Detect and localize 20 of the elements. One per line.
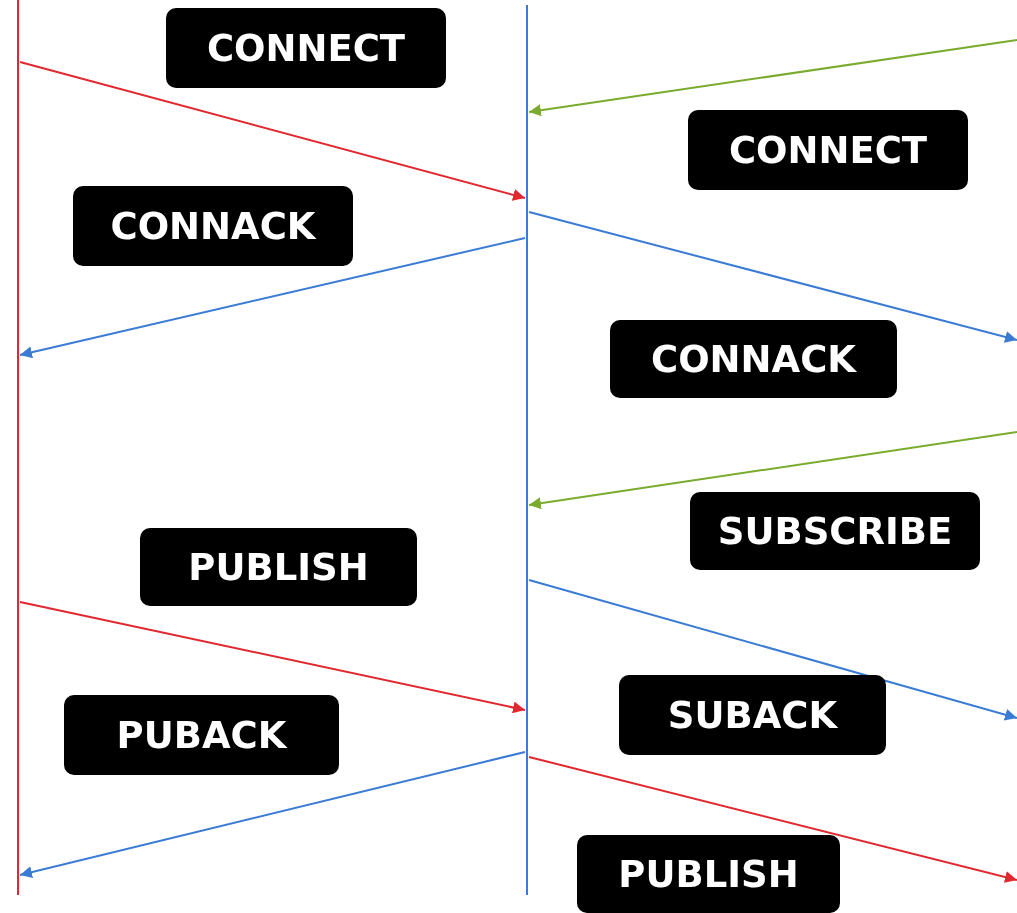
- arrow: [19, 601, 526, 714]
- message-label: CONNECT: [166, 8, 446, 88]
- arrow: [19, 61, 526, 201]
- arrow: [528, 39, 1017, 117]
- arrow: [528, 431, 1017, 510]
- message-label: PUBLISH: [577, 835, 840, 913]
- message-label: CONNACK: [73, 186, 353, 266]
- arrow: [528, 211, 1017, 343]
- message-label: CONNECT: [688, 110, 968, 190]
- arrow: [528, 579, 1017, 721]
- message-label: SUBACK: [619, 675, 886, 755]
- lifeline: [17, 0, 19, 895]
- message-label: PUBLISH: [140, 528, 417, 606]
- arrow: [19, 751, 526, 878]
- arrow: [19, 237, 526, 359]
- message-label: CONNACK: [610, 320, 897, 398]
- lifeline: [526, 5, 528, 895]
- message-label: PUBACK: [64, 695, 339, 775]
- arrow: [528, 756, 1017, 883]
- message-label: SUBSCRIBE: [690, 492, 980, 570]
